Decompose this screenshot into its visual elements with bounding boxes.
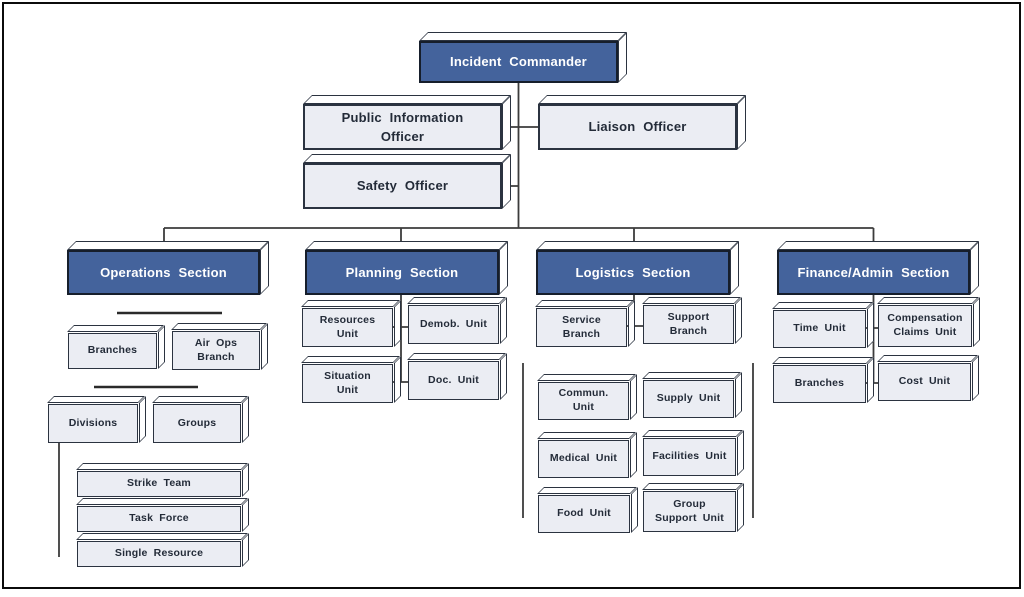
node-label: Demob. Unit — [419, 317, 488, 330]
node-support-branch: Support Branch — [643, 305, 734, 344]
node-label: Situation Unit — [324, 369, 371, 396]
node-service-branch: Service Branch — [536, 308, 627, 347]
node-label: Doc. Unit — [428, 373, 479, 386]
node-logistics-section: Logistics Section — [536, 250, 730, 295]
node-task-force: Task Force — [77, 506, 241, 532]
node-group-support-unit: Group Support Unit — [643, 491, 736, 532]
node-planning-section: Planning Section — [305, 250, 499, 295]
node-label: Time Unit — [793, 322, 846, 335]
node-label: Liaison Officer — [588, 119, 687, 135]
node-branches-ops: Branches — [68, 333, 157, 369]
node-public-information-officer: Public Information Officer — [303, 104, 502, 150]
node-label: Public Information Officer — [341, 109, 464, 145]
node-liaison-officer: Liaison Officer — [538, 104, 737, 150]
node-label: Medical Unit — [549, 452, 618, 465]
node-label: Incident Commander — [450, 54, 587, 70]
node-label: Support Branch — [667, 310, 710, 337]
node-divisions: Divisions — [48, 404, 138, 443]
node-incident-commander: Incident Commander — [419, 41, 618, 83]
node-label: Operations Section — [100, 264, 227, 280]
node-label: Food Unit — [557, 507, 611, 520]
node-commun-unit: Commun. Unit — [538, 382, 629, 420]
connector-vertical-rails — [58, 363, 754, 557]
node-label: Compensation Claims Unit — [887, 312, 963, 338]
node-branches-finance: Branches — [773, 365, 866, 403]
node-label: Single Resource — [114, 547, 204, 560]
operations-level-separators — [94, 311, 222, 389]
node-label: Group Support Unit — [655, 497, 724, 524]
node-label: Divisions — [68, 416, 118, 429]
connector-top-structure — [163, 83, 875, 383]
node-time-unit: Time Unit — [773, 310, 866, 348]
node-label: Commun. Unit — [558, 387, 609, 413]
node-safety-officer: Safety Officer — [303, 163, 502, 209]
node-resources-unit: Resources Unit — [302, 308, 393, 347]
node-operations-section: Operations Section — [67, 250, 260, 295]
node-strike-team: Strike Team — [77, 471, 241, 497]
node-food-unit: Food Unit — [538, 495, 630, 533]
node-doc-unit: Doc. Unit — [408, 361, 499, 400]
node-label: Resources Unit — [319, 313, 376, 340]
node-cost-unit: Cost Unit — [878, 363, 971, 401]
node-label: Air Ops Branch — [194, 336, 238, 363]
node-finance-admin-section: Finance/Admin Section — [777, 250, 970, 295]
node-label: Facilities Unit — [652, 450, 727, 463]
node-groups: Groups — [153, 404, 241, 443]
node-label: Task Force — [129, 512, 189, 525]
node-facilities-unit: Facilities Unit — [643, 438, 736, 476]
node-label: Logistics Section — [575, 264, 691, 280]
node-label: Safety Officer — [356, 178, 449, 194]
node-supply-unit: Supply Unit — [643, 380, 734, 418]
node-label: Branches — [794, 377, 845, 390]
node-medical-unit: Medical Unit — [538, 440, 629, 478]
node-label: Branches — [87, 344, 138, 357]
node-label: Strike Team — [127, 477, 191, 490]
node-label: Planning Section — [345, 264, 459, 280]
node-label: Groups — [177, 416, 217, 429]
node-situation-unit: Situation Unit — [302, 364, 393, 403]
node-label: Supply Unit — [656, 392, 721, 405]
node-label: Finance/Admin Section — [797, 264, 950, 280]
node-air-ops-branch: Air Ops Branch — [172, 331, 260, 370]
node-single-resource: Single Resource — [77, 541, 241, 567]
node-label: Cost Unit — [898, 375, 951, 388]
node-label: Service Branch — [562, 313, 601, 340]
node-demob-unit: Demob. Unit — [408, 305, 499, 344]
node-compensation-claims-unit: Compensation Claims Unit — [878, 305, 972, 347]
